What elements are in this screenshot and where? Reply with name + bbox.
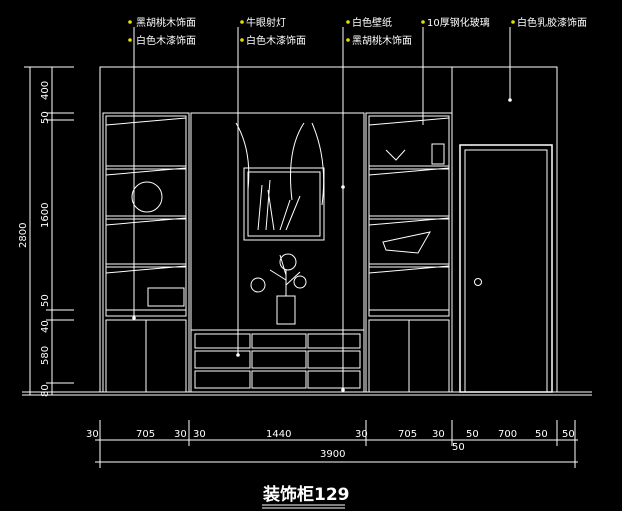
vertical-dimensions bbox=[24, 66, 74, 396]
dim-v-40: 40 bbox=[40, 320, 51, 333]
dim-v-400: 400 bbox=[40, 81, 51, 100]
callout-1-line2: 白色木漆饰面 bbox=[136, 34, 196, 47]
callout-2-line2: 白色木漆饰面 bbox=[246, 34, 306, 47]
callout-1-line1: 黑胡桃木饰面 bbox=[136, 16, 196, 29]
dim-v-580: 580 bbox=[40, 346, 51, 365]
dim-h-1440: 1440 bbox=[266, 429, 291, 440]
cabinet-outline bbox=[22, 66, 592, 396]
dim-h-door-extra: 50 bbox=[452, 442, 465, 453]
callout-3-line1: 白色壁纸 bbox=[352, 16, 392, 29]
callout-4-line1: 10厚钢化玻璃 bbox=[427, 16, 490, 29]
dim-h-705a: 705 bbox=[136, 429, 155, 440]
dim-h-700: 700 bbox=[498, 429, 517, 440]
dim-h-30e: 30 bbox=[432, 429, 445, 440]
callout-3-line2: 黑胡桃木饰面 bbox=[352, 34, 412, 47]
dim-h-30d: 30 bbox=[355, 429, 368, 440]
dim-v-80: 80 bbox=[40, 384, 51, 397]
dim-h-30b: 30 bbox=[174, 429, 187, 440]
dim-h-705b: 705 bbox=[398, 429, 417, 440]
dim-v-total: 2800 bbox=[18, 223, 29, 248]
dim-v-50a: 50 bbox=[40, 111, 51, 124]
dim-h-50c: 50 bbox=[562, 429, 575, 440]
callout-2-line1: 牛眼射灯 bbox=[246, 16, 286, 29]
dim-h-total: 3900 bbox=[320, 449, 345, 460]
dim-h-50b: 50 bbox=[535, 429, 548, 440]
dim-h-50a: 50 bbox=[466, 429, 479, 440]
callout-5-line1: 白色乳胶漆饰面 bbox=[517, 16, 587, 29]
dim-v-50b: 50 bbox=[40, 294, 51, 307]
dim-v-1600: 1600 bbox=[40, 203, 51, 228]
drawing-title: 装饰柜129 bbox=[262, 484, 350, 505]
dim-h-30c: 30 bbox=[193, 429, 206, 440]
horizontal-dimensions bbox=[95, 420, 578, 468]
dim-h-30a: 30 bbox=[86, 429, 99, 440]
